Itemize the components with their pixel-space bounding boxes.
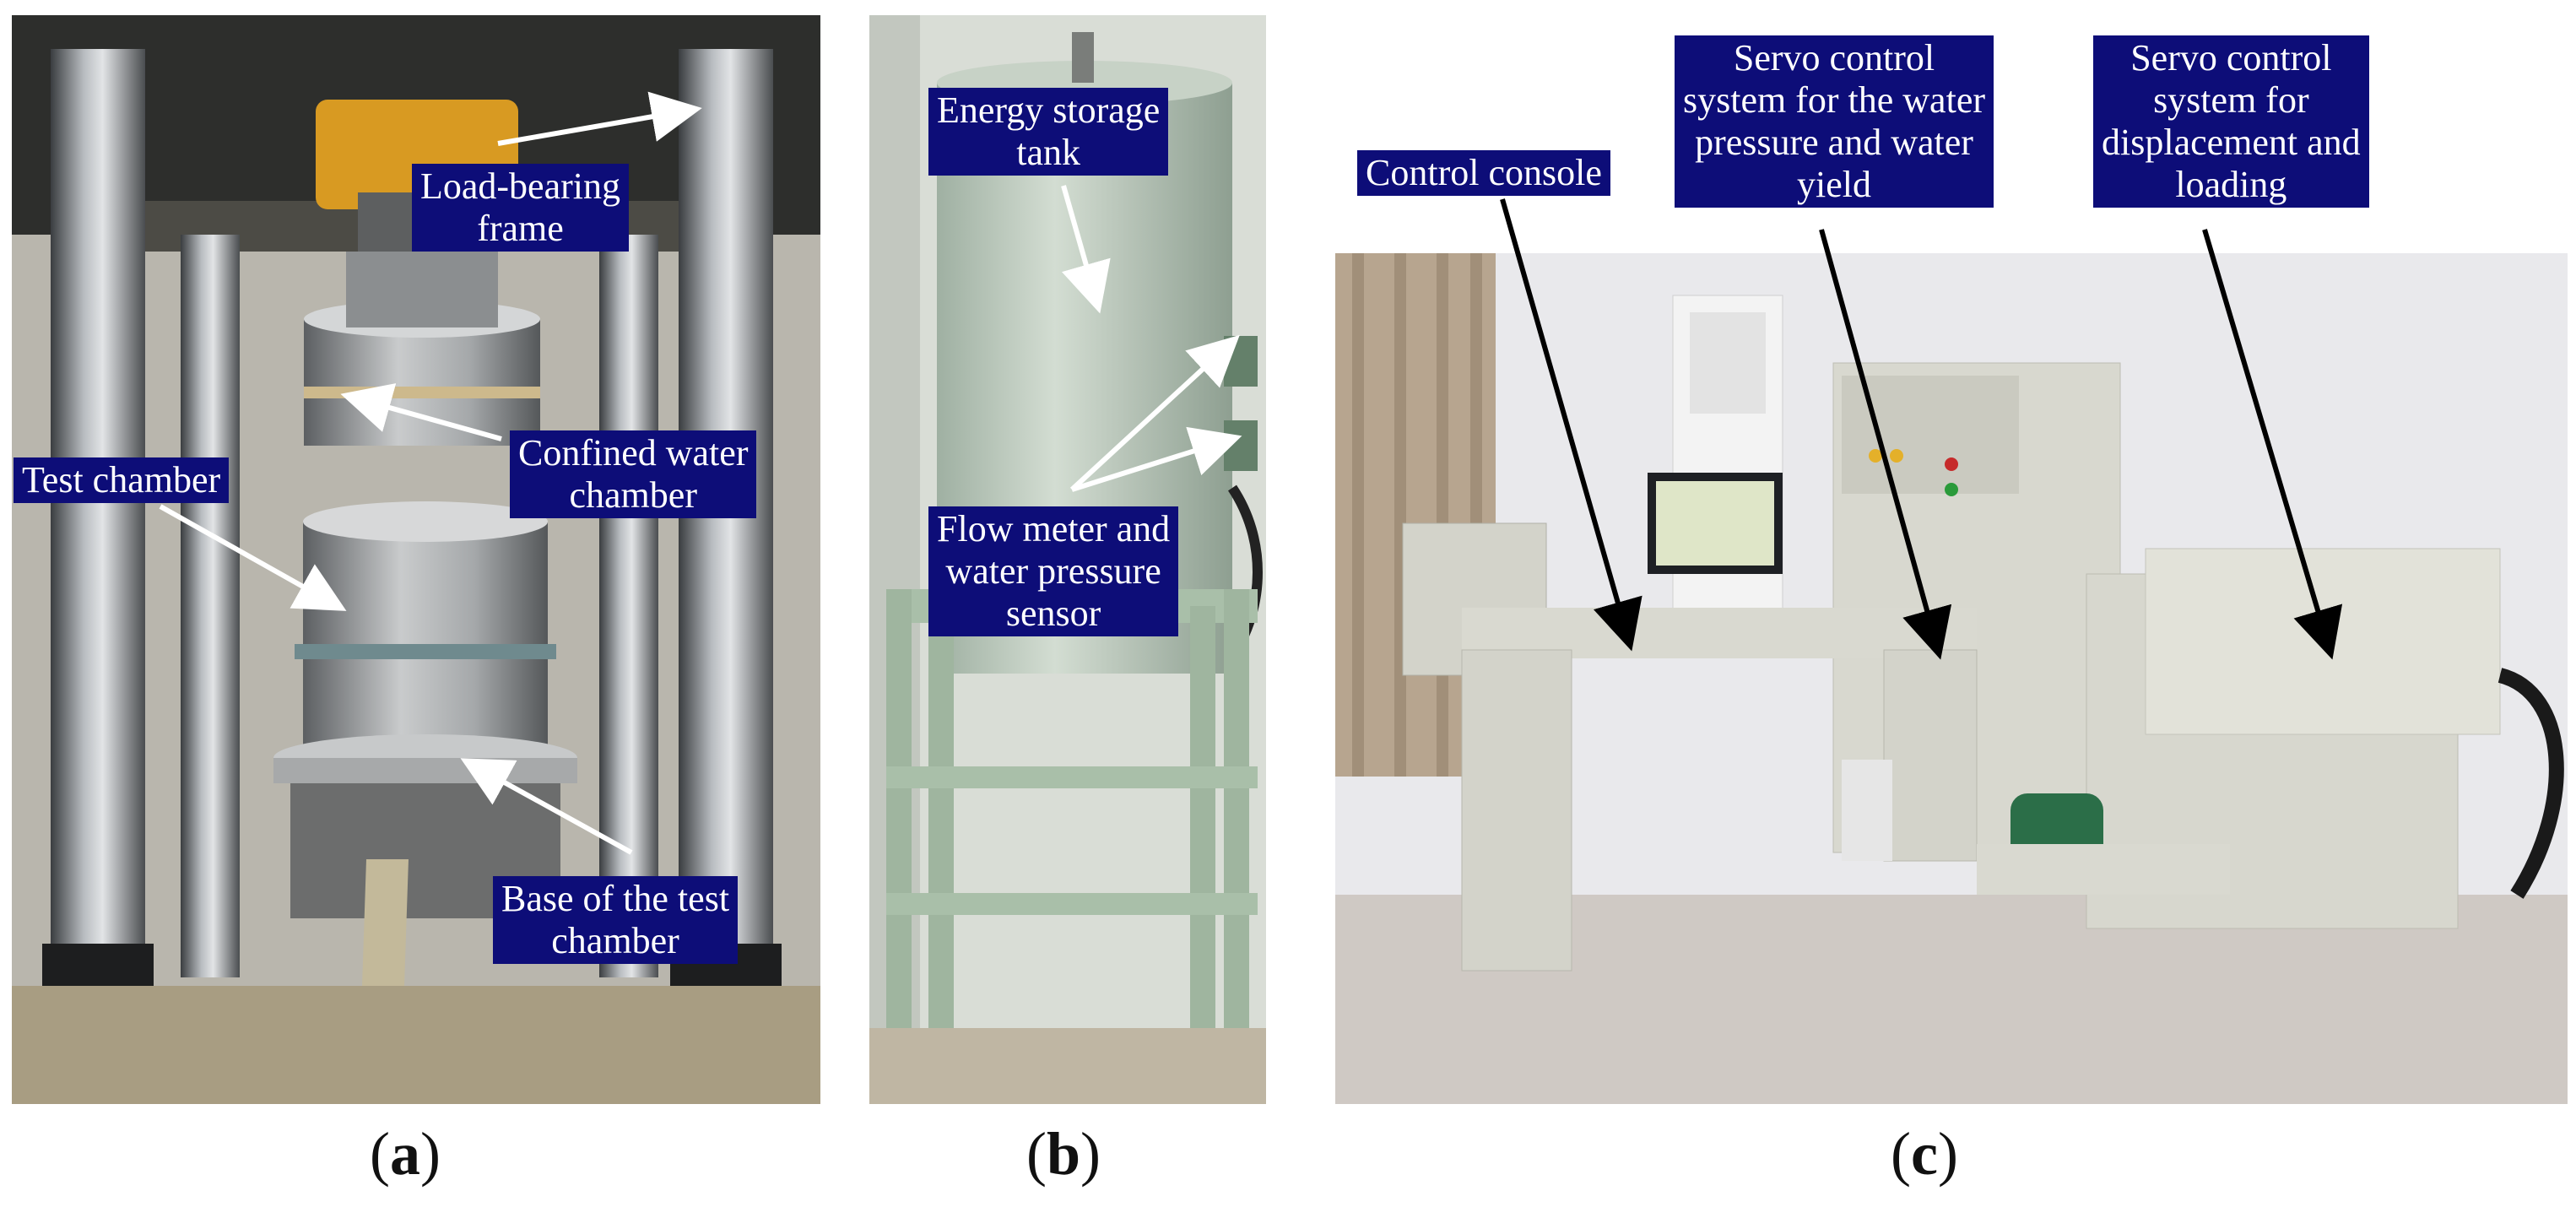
label-flow-meter-sensor: Flow meter and water pressure sensor [928,506,1179,636]
label-line: Base of the test [501,878,730,919]
label-base-of-test-chamber: Base of the test chamber [493,876,739,964]
label-line: loading [2175,164,2287,205]
caption-c: (c) [1891,1120,1958,1188]
label-servo-water-system: Servo control system for the water press… [1675,35,1994,208]
label-control-console: Control console [1357,150,1610,196]
caption-letter: c [1911,1120,1938,1188]
label-line: Servo control [2130,37,2332,78]
label-line: Energy storage [937,89,1161,131]
label-confined-water-chamber: Confined water chamber [510,430,757,518]
label-line: frame [477,208,564,249]
label-line: Load-bearing [420,165,620,207]
photo-panel-a: Load-bearing frame Confined water chambe… [12,15,820,1104]
label-line: Control console [1366,152,1602,193]
label-energy-storage-tank: Energy storage tank [928,88,1169,176]
label-line: Flow meter and [937,508,1171,549]
label-line: pressure and water [1695,122,1973,163]
label-line: chamber [569,474,697,516]
label-line: system for [2153,79,2309,121]
photo-panel-b: Energy storage tank Flow meter and water… [869,15,1266,1104]
caption-letter: a [390,1120,420,1188]
label-line: tank [1016,132,1081,173]
label-line: Test chamber [22,459,221,501]
caption-a: (a) [370,1120,441,1188]
photo-panel-c [1335,253,2568,1104]
label-line: chamber [551,920,679,961]
label-test-chamber: Test chamber [14,457,230,503]
caption-b: (b) [1026,1120,1101,1188]
label-line: water pressure [945,550,1161,592]
caption-letter: b [1046,1120,1081,1188]
label-line: system for the water [1683,79,1985,121]
label-line: sensor [1005,593,1101,634]
label-line: Servo control [1733,37,1935,78]
label-line: displacement and [2102,122,2361,163]
photo-c-illustration [1335,253,2568,1104]
label-line: yield [1797,164,1871,205]
label-line: Confined water [518,432,749,474]
label-load-bearing-frame: Load-bearing frame [412,164,629,252]
label-servo-displacement-system: Servo control system for displacement an… [2093,35,2369,208]
